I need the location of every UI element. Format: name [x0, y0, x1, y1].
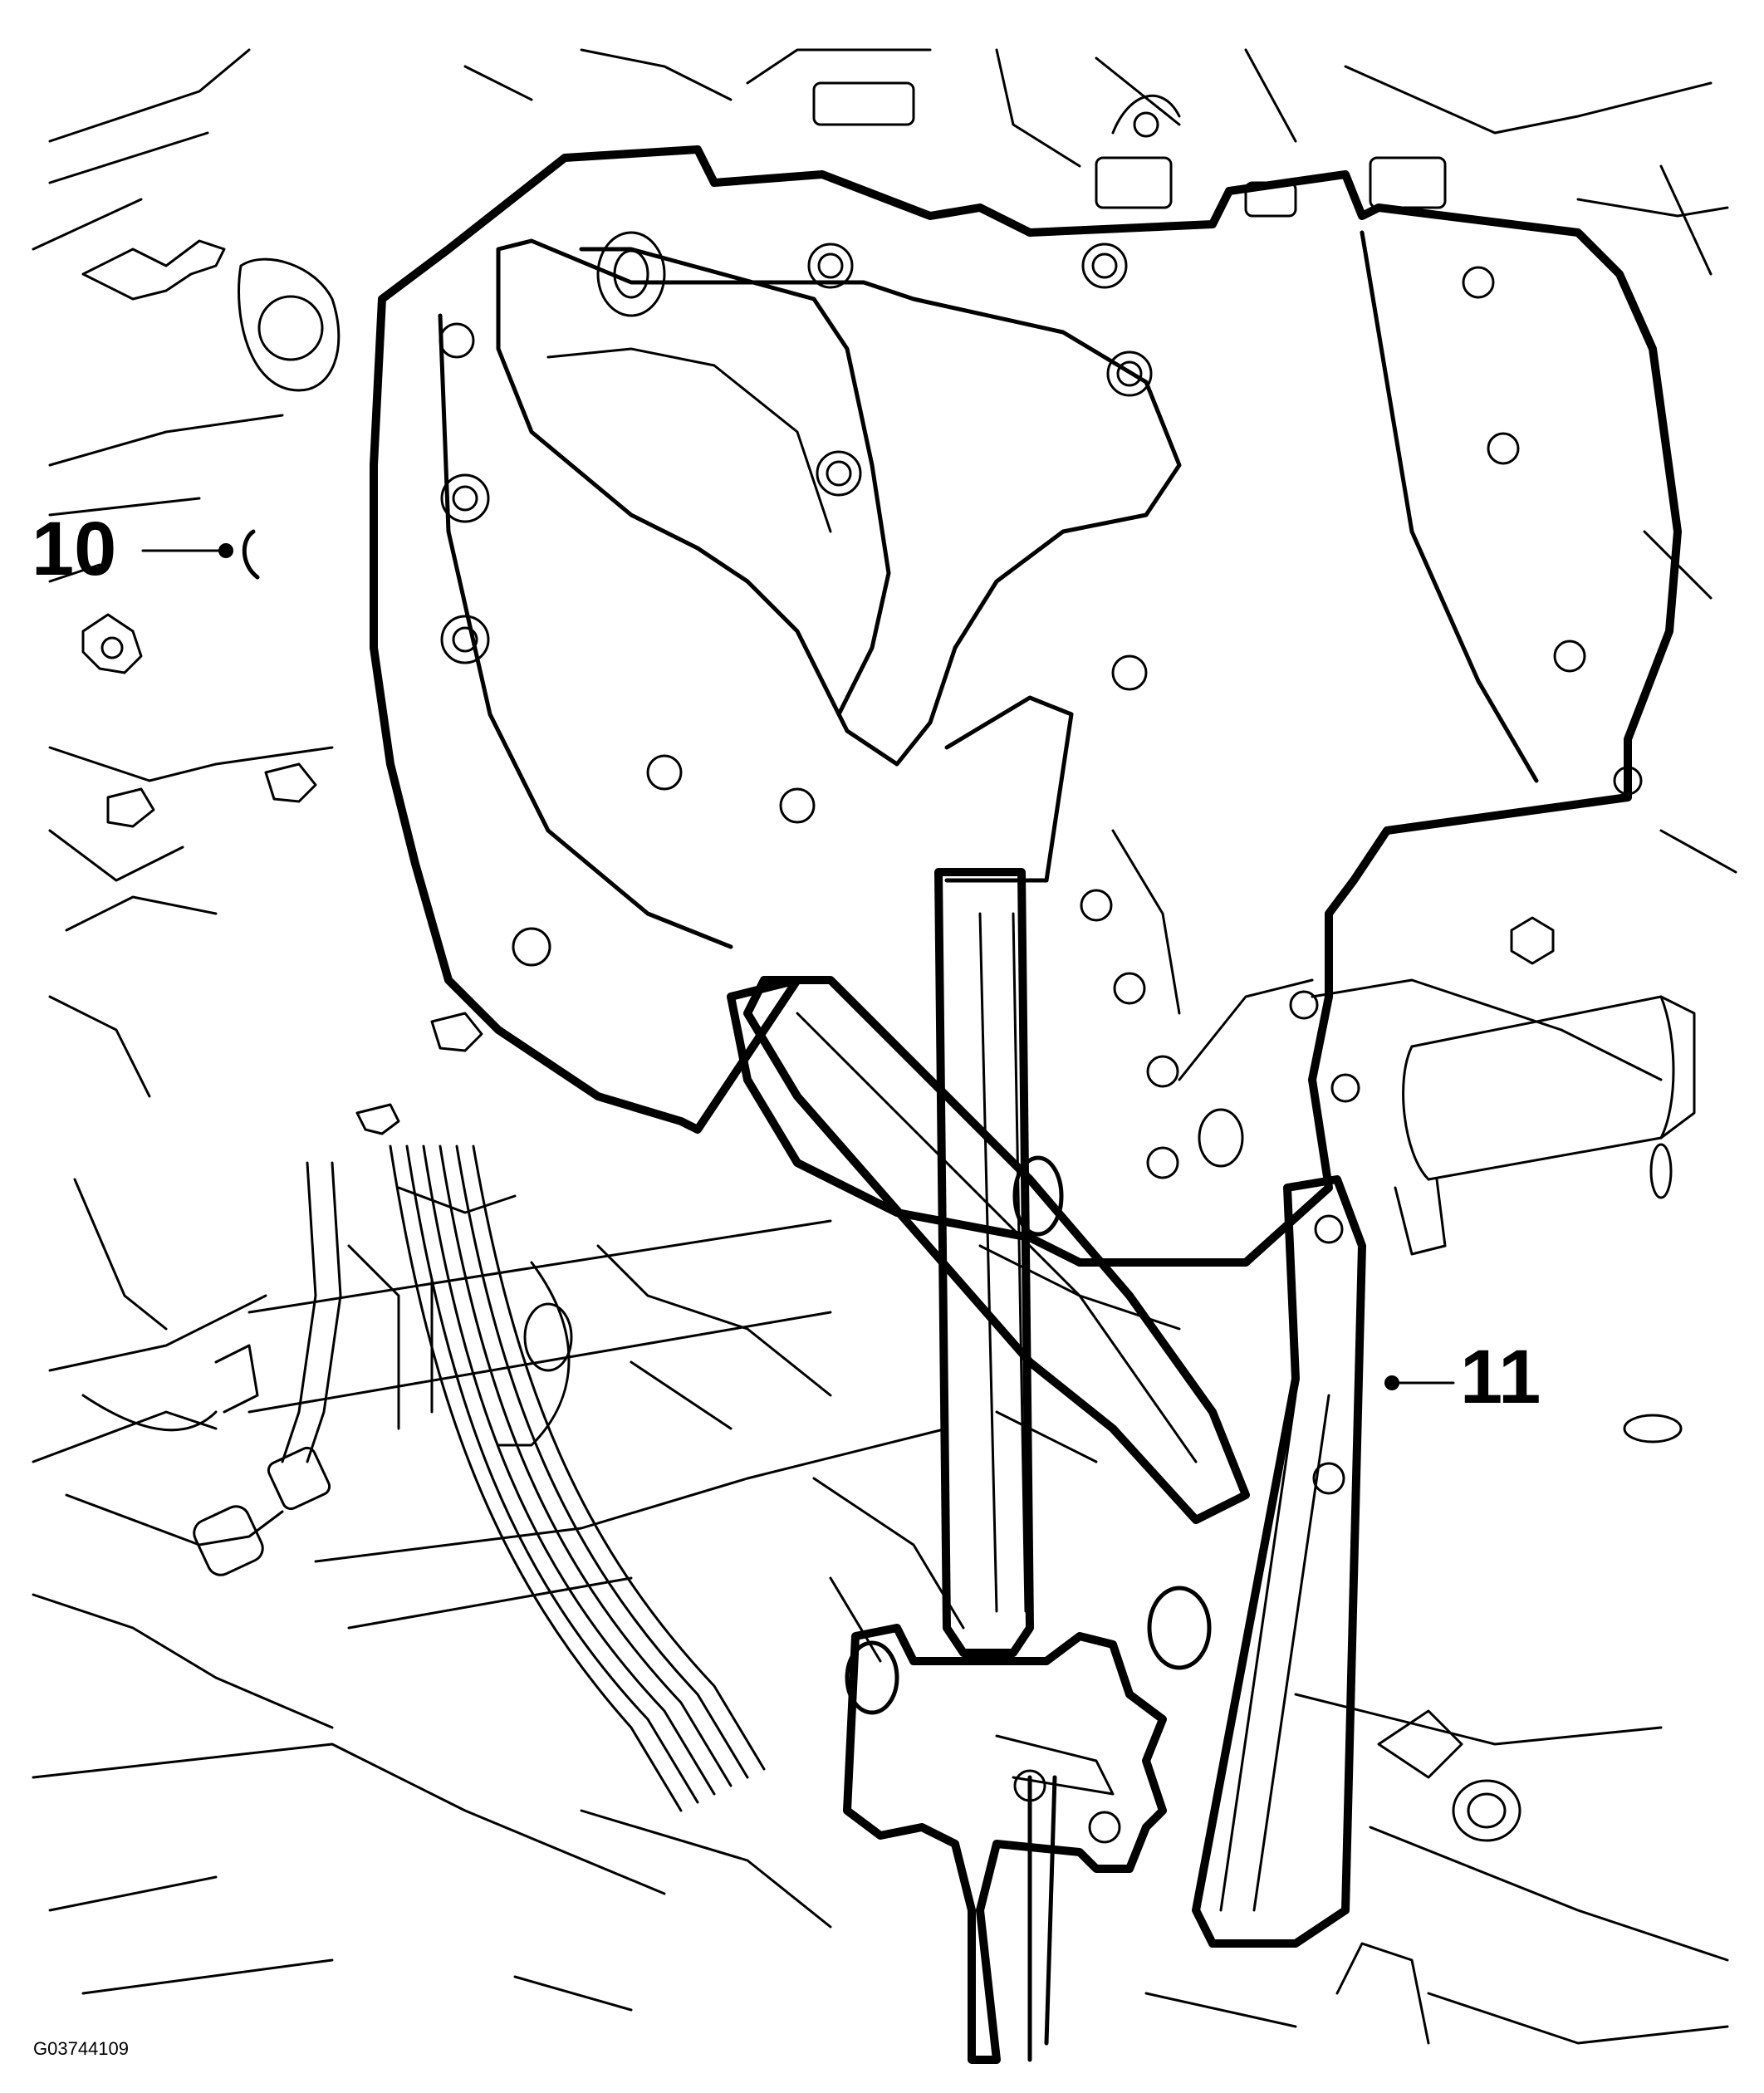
bolt	[1106, 350, 1153, 397]
left-fasteners	[81, 239, 483, 1135]
bolt	[440, 615, 490, 664]
output-shaft	[1394, 995, 1696, 1256]
lower-right-parts	[1335, 1709, 1521, 2045]
bolt	[1487, 432, 1520, 465]
bolt	[439, 322, 475, 359]
mounting-bracket	[496, 231, 1182, 767]
support-tool	[743, 695, 1366, 2064]
bolt	[1462, 266, 1495, 299]
bolt	[1510, 916, 1555, 965]
bolt	[1081, 243, 1128, 289]
bolt	[1613, 766, 1643, 796]
bolt	[1113, 972, 1146, 1005]
bolt	[1314, 1214, 1344, 1244]
drive-shaft	[247, 1186, 832, 1447]
bolt	[1330, 1073, 1360, 1103]
wiring-harness	[389, 1145, 766, 1812]
callout-number-10: 10	[32, 507, 117, 591]
housing-bolts	[439, 243, 1683, 1444]
figure-id-label: G03744109	[33, 2038, 129, 2059]
bolt	[779, 787, 816, 824]
bolt	[807, 243, 854, 289]
bolt	[1111, 654, 1148, 691]
sensor-cable	[65, 1161, 342, 1576]
bolt	[816, 450, 862, 497]
bolt	[512, 927, 551, 967]
bolt	[1146, 1055, 1179, 1088]
bolt	[1080, 889, 1113, 922]
bolt	[440, 473, 490, 523]
top-sensors	[812, 81, 1447, 218]
callout-10-leader	[141, 529, 260, 580]
bolt	[1553, 640, 1586, 673]
bolt	[1146, 1146, 1179, 1179]
bolt	[646, 754, 683, 791]
callout-11-leader	[1384, 1375, 1455, 1390]
bolt	[1289, 990, 1319, 1020]
callout-number-11: 11	[1460, 1335, 1541, 1419]
background-linework	[32, 48, 1737, 2045]
transmission-housing	[370, 145, 1682, 1267]
